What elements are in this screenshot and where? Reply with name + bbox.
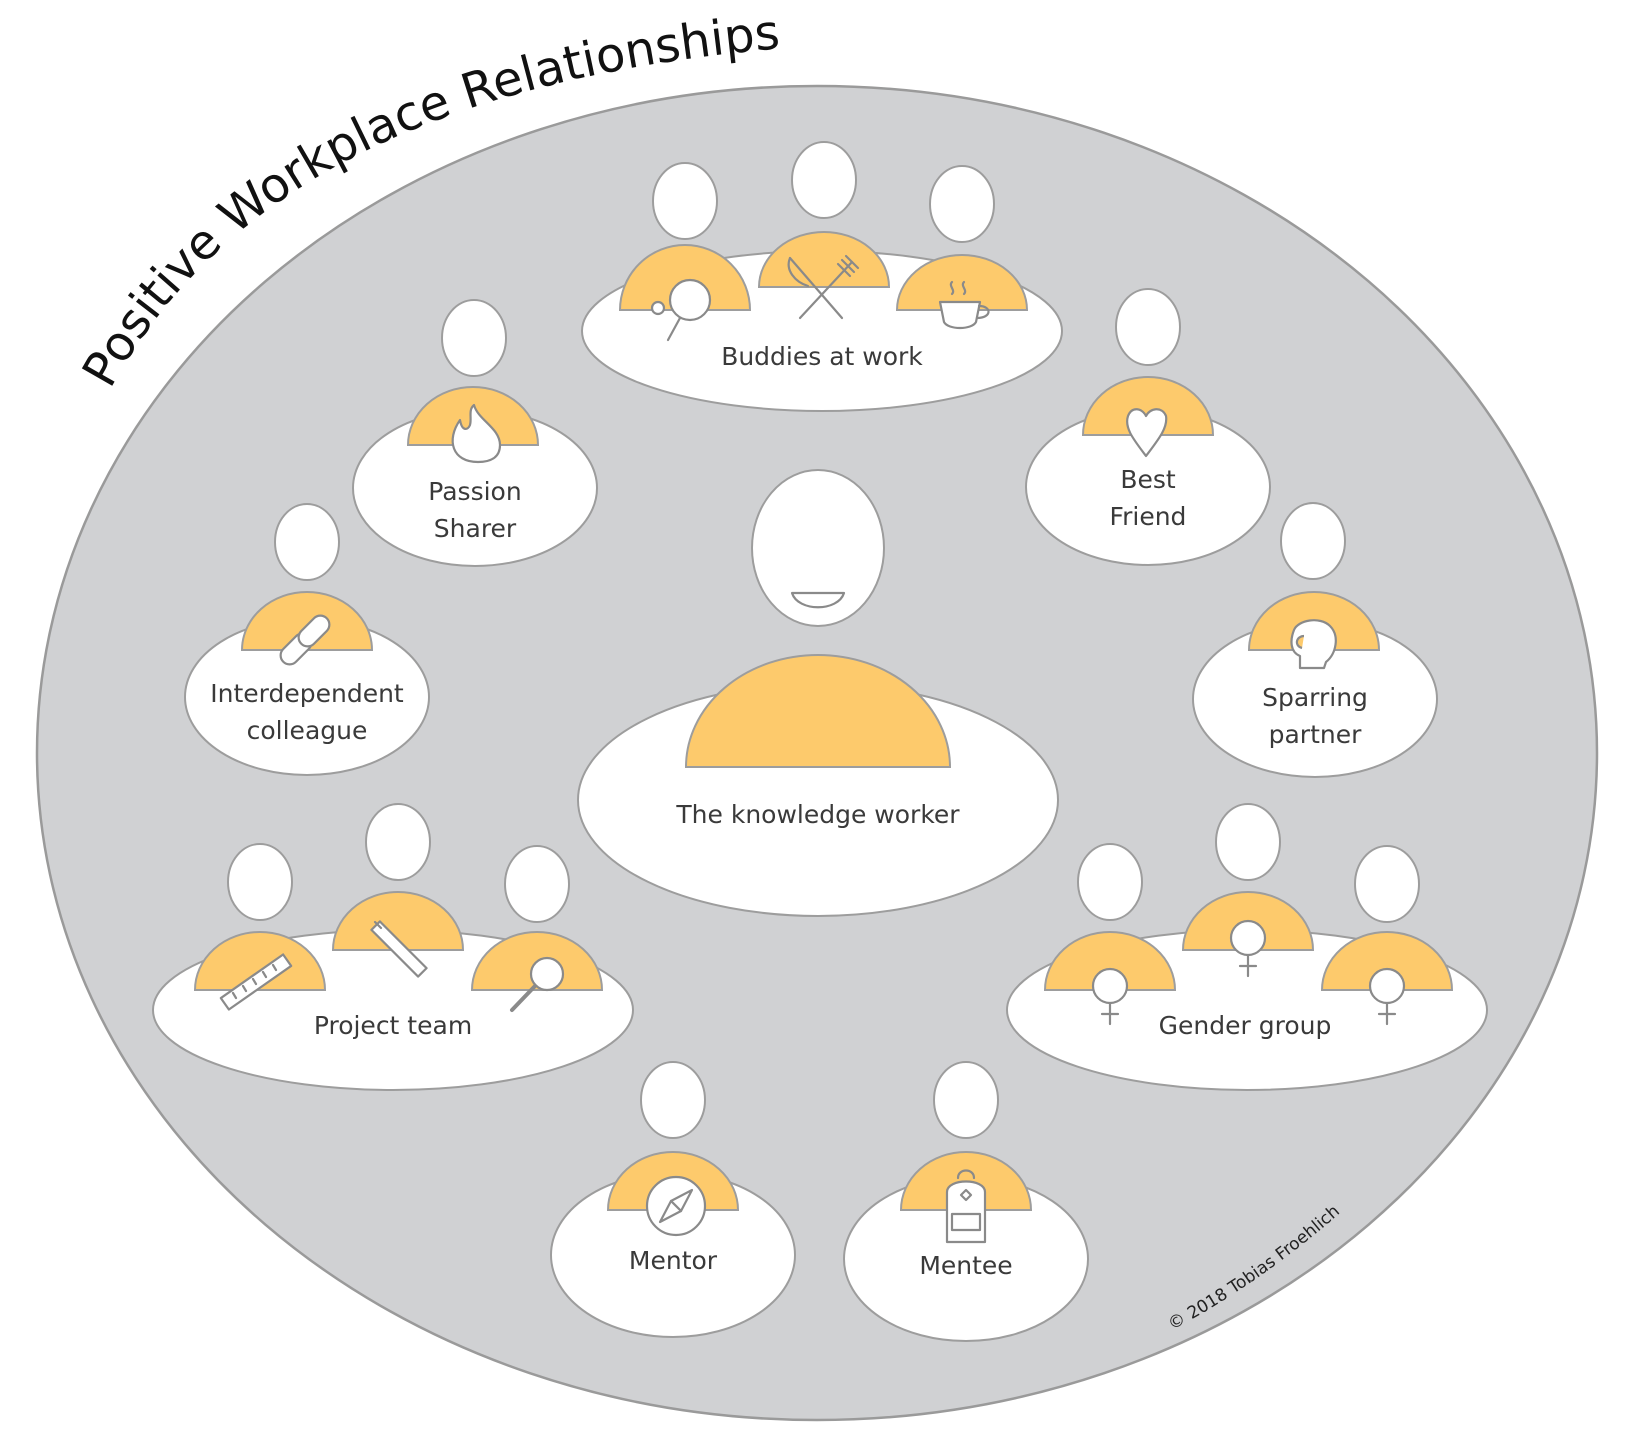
worker-head xyxy=(751,469,885,627)
person-body xyxy=(1320,931,1454,991)
group-mentor: Mentor xyxy=(550,1061,796,1338)
group-passion-sharer: Passion Sharer xyxy=(352,299,598,567)
group-project-team: Project team xyxy=(152,803,634,1091)
magnifier-icon xyxy=(510,956,565,1012)
person-head xyxy=(441,299,507,377)
person-body xyxy=(895,254,1029,311)
worker-body xyxy=(684,654,952,768)
person-head xyxy=(1354,845,1420,923)
best-friend-label-line2: Friend xyxy=(1110,502,1187,531)
female-symbol-icon xyxy=(1368,967,1406,1026)
female-symbol-icon xyxy=(1091,967,1129,1026)
backpack-icon xyxy=(945,1169,987,1244)
flame-icon xyxy=(451,403,502,464)
table-tennis-icon xyxy=(650,278,712,342)
person-head xyxy=(365,803,431,881)
person-head xyxy=(504,845,570,923)
female-symbol-icon xyxy=(1229,919,1267,978)
heart-icon xyxy=(1126,408,1168,458)
person-head xyxy=(929,165,995,243)
group-knowledge-worker: The knowledge worker xyxy=(577,469,1059,917)
interdependent-label-line2: colleague xyxy=(247,716,368,745)
person-head xyxy=(1280,502,1346,580)
person-body xyxy=(240,591,374,651)
best-friend-label-line1: Best xyxy=(1120,465,1176,494)
compass-icon xyxy=(645,1175,707,1237)
person-head xyxy=(1215,803,1281,881)
person-head xyxy=(274,503,340,581)
mentee-label: Mentee xyxy=(919,1251,1012,1280)
person-head xyxy=(791,141,857,219)
person-head xyxy=(640,1061,706,1139)
person-body xyxy=(1081,376,1215,436)
ruler-icon xyxy=(219,953,293,1011)
chain-link-icon xyxy=(279,614,331,666)
group-best-friend: Best Friend xyxy=(1025,288,1271,566)
person-head xyxy=(933,1061,999,1139)
person-head xyxy=(652,162,718,240)
group-sparring-partner: Sparring partner xyxy=(1192,502,1438,778)
interdependent-label-line1: Interdependent xyxy=(210,679,404,708)
pencil-icon xyxy=(370,920,428,978)
worker-label: The knowledge worker xyxy=(675,800,960,829)
sparring-label-line1: Sparring xyxy=(1262,683,1368,712)
group-interdependent-colleague: Interdependent colleague xyxy=(184,503,430,776)
sparring-label-line2: partner xyxy=(1269,720,1362,749)
person-body xyxy=(193,931,327,991)
passion-label-line1: Passion xyxy=(428,477,521,506)
mentor-label: Mentor xyxy=(629,1246,718,1275)
boxing-glove-icon xyxy=(1290,619,1337,670)
person-head xyxy=(1115,288,1181,366)
person-body xyxy=(618,244,752,311)
person-body xyxy=(331,891,465,951)
person-body xyxy=(1043,931,1177,991)
project-team-label: Project team xyxy=(314,1011,472,1040)
group-buddies-at-work: Buddies at work xyxy=(581,141,1063,412)
person-head xyxy=(227,843,293,921)
buddies-label: Buddies at work xyxy=(721,342,923,371)
smile-icon xyxy=(790,591,846,609)
cutlery-icon xyxy=(787,254,860,320)
gender-group-label: Gender group xyxy=(1159,1011,1332,1040)
coffee-cup-icon xyxy=(938,280,990,330)
group-gender-group: Gender group xyxy=(1006,803,1488,1091)
passion-label-line2: Sharer xyxy=(434,514,517,543)
person-head xyxy=(1077,843,1143,921)
group-mentee: Mentee xyxy=(843,1061,1089,1342)
